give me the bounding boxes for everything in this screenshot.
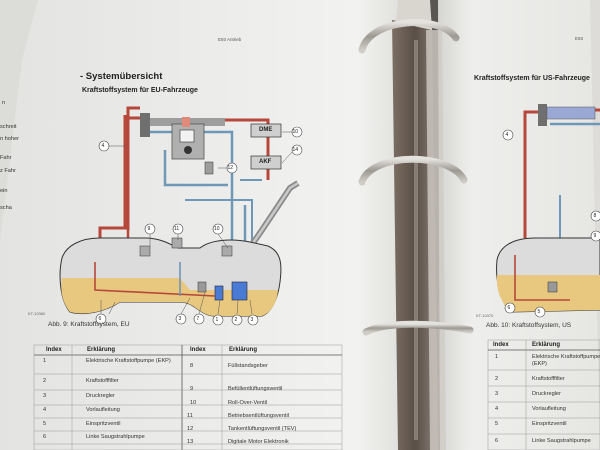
callout-4-right: 4 — [505, 131, 509, 138]
table-cell-right: Einspritzventil — [532, 421, 567, 427]
callout-6: 6 — [98, 315, 102, 322]
table-cell: 6 — [43, 434, 47, 440]
callout-14: 14 — [292, 146, 299, 153]
callout-2: 2 — [234, 316, 238, 323]
dme-module — [250, 123, 282, 138]
under-page-text: z Fahr — [0, 168, 16, 174]
callout-3b: 3 — [250, 316, 254, 323]
table-cell-right: Vorlaufleitung — [532, 406, 566, 412]
callout-1: 1 — [215, 316, 219, 323]
table-cell: 2 — [43, 378, 47, 384]
under-page-text: scha — [0, 205, 12, 211]
diagram-title-right: Kraftstoffsystem für US-Fahrzeuge — [474, 75, 590, 82]
under-page-text: ein — [0, 188, 8, 194]
table-cell-right: Druckregler — [532, 391, 561, 397]
table-cell: 12 — [187, 426, 194, 432]
plastic-strip — [426, 30, 446, 450]
table-cell-right: Linke Saugstrahlpumpe — [532, 438, 591, 444]
legend-table-grid-left — [33, 344, 343, 450]
running-header-right: E93 — [575, 36, 584, 41]
callout-10: 10 — [292, 128, 299, 135]
table-cell: 11 — [187, 413, 193, 419]
section-title: - Systemübersicht — [80, 71, 163, 82]
table-header-explanation: Erklärung — [87, 347, 116, 353]
us-fuel-system-diagram — [496, 104, 600, 313]
callout-10b: 10 — [214, 225, 220, 232]
callout-7: 7 — [196, 315, 200, 322]
table-cell: Betriebsentlüftungsventil — [228, 413, 289, 419]
callout-5-right: 5 — [537, 308, 541, 315]
callout-4: 4 — [101, 142, 105, 149]
table-cell: 1 — [43, 358, 47, 364]
under-page-text: Fahr — [0, 155, 12, 161]
callout-11: 11 — [174, 225, 180, 232]
table-header-index: Index — [190, 347, 206, 353]
table-header-index-right: Index — [493, 342, 509, 348]
eu-fuel-system-diagram — [59, 106, 300, 317]
callout-3: 3 — [178, 315, 182, 322]
akf-module — [250, 155, 282, 170]
running-header: E93 Antrieb — [218, 37, 242, 42]
under-page-text: n hoher — [0, 136, 19, 142]
binder-ring-bottom — [362, 320, 474, 336]
table-cell-right: 4 — [495, 406, 499, 412]
table-cell: Kraftstofffilter — [86, 378, 119, 384]
diagram-title: Kraftstoffsystem für EU-Fahrzeuge — [82, 87, 198, 94]
left-page — [0, 0, 420, 450]
table-header-explanation-right: Erklärung — [532, 342, 561, 348]
under-page-text: schreit — [0, 124, 17, 130]
table-cell-right: Elektrische Kraftstoffpumpe (EKP) — [532, 354, 600, 367]
table-cell-right: 5 — [495, 421, 499, 427]
table-cell: 9 — [190, 386, 194, 392]
fuel-pump — [231, 281, 248, 301]
binder-ring-middle — [358, 155, 468, 186]
table-cell-right: 3 — [495, 391, 499, 397]
figure-code-right: KT-10370 — [476, 313, 494, 318]
table-cell: Elektrische Kraftstoffpumpe (EKP) — [86, 358, 171, 364]
table-cell: Roll-Over-Ventil — [228, 400, 268, 406]
callout-9: 9 — [147, 225, 151, 232]
table-cell-right: Kraftstofffilter — [532, 376, 565, 382]
binder-ring-top — [358, 19, 460, 54]
dme-label: DME — [259, 127, 273, 133]
table-cell: Einspritzventil — [86, 421, 121, 427]
table-cell-right: 1 — [495, 354, 499, 360]
tank-vent-valve — [204, 161, 214, 175]
under-page-text: n — [2, 100, 6, 106]
table-cell: Linke Saugstrahlpumpe — [86, 434, 145, 440]
legend-table-grid-right — [487, 339, 600, 450]
table-cell: 5 — [43, 421, 47, 427]
table-cell: Digitale Motor Elektronik — [228, 439, 289, 445]
table-cell: 4 — [43, 407, 47, 413]
figure-code: KT-10360 — [28, 311, 46, 316]
right-page — [438, 0, 600, 450]
callout-12: 12 — [227, 164, 234, 171]
figure-caption-right: Abb. 10: Kraftstoffsystem, US — [486, 322, 572, 329]
table-cell: Füllstandsgeber — [228, 363, 268, 369]
table-cell: Vorlaufleitung — [86, 407, 120, 413]
table-header-explanation: Erklärung — [229, 347, 258, 353]
table-header-index: Index — [46, 347, 62, 353]
callout-markers — [95, 126, 600, 326]
fuel-level — [61, 278, 278, 316]
table-cell: Tankentlüftungsventil (TEV) — [228, 426, 297, 432]
table-cell: Befüllentlüftungsventil — [228, 386, 283, 392]
table-cell: 8 — [190, 363, 194, 369]
table-cell-right: 2 — [495, 376, 499, 382]
akf-label: AKF — [259, 159, 272, 165]
table-cell: 10 — [190, 400, 197, 406]
table-cell: Druckregler — [86, 393, 115, 399]
callout-6-right: 6 — [507, 304, 511, 311]
table-cell: 13 — [187, 439, 194, 445]
figure-caption: Abb. 9: Kraftstoffsystem, EU — [48, 321, 130, 328]
table-cell-right: 6 — [495, 438, 499, 444]
callout-9-right: 9 — [593, 232, 597, 239]
table-cell: 3 — [43, 393, 47, 399]
callout-8-right: 8 — [593, 212, 597, 219]
